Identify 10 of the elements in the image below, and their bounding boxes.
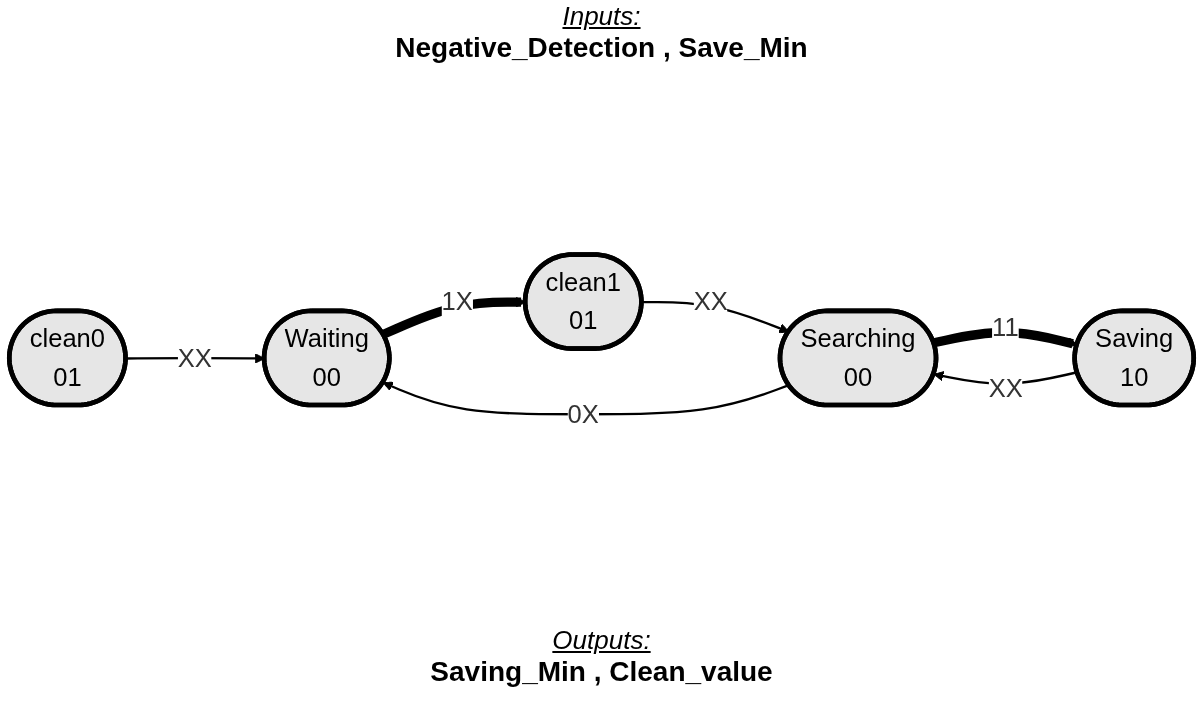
section-heading: Inputs: [562, 0, 641, 32]
edge-label: 11 [992, 312, 1019, 342]
edge-label: XX [988, 374, 1023, 404]
edge-label: 1X [441, 287, 473, 317]
signal-names: Saving_Min , Clean_value [430, 656, 773, 688]
signal-names: Negative_Detection , Save_Min [395, 32, 808, 64]
section-heading: Outputs: [552, 624, 651, 656]
edge-label: 0X [567, 399, 599, 429]
edge-label: XX [693, 287, 728, 317]
edge-label: XX [177, 343, 212, 373]
